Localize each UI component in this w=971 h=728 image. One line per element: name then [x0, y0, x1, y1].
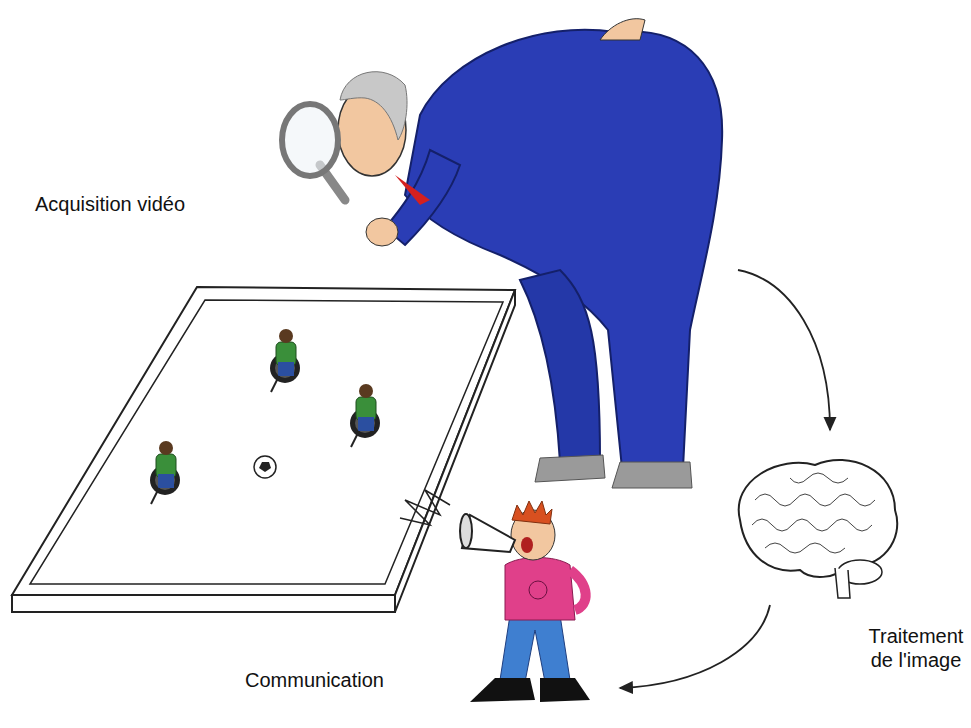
caption-label: Traitement de l'image: [862, 624, 970, 672]
flow-arrow: [738, 270, 830, 430]
observer-figure: [282, 19, 722, 488]
peace-sign: [529, 581, 547, 599]
brain-fold: [765, 543, 845, 553]
suit-leg: [520, 270, 600, 462]
field-front: [12, 595, 395, 612]
shoe: [612, 462, 692, 488]
cerebrum: [739, 460, 898, 577]
hand: [600, 19, 645, 40]
ball: [254, 456, 276, 478]
brain-fold: [790, 473, 848, 483]
shoe: [535, 455, 605, 482]
brain-symbol: [739, 460, 898, 598]
player: [350, 384, 380, 447]
flow-arrow: [620, 605, 770, 688]
shirt: [505, 558, 575, 621]
suit-body: [405, 30, 722, 468]
field-side: [395, 290, 515, 612]
hair: [512, 501, 552, 524]
magnifier-lens: [282, 104, 338, 176]
player: [150, 441, 180, 504]
field: [12, 287, 515, 612]
shoe: [470, 678, 535, 702]
speaker-figure: [400, 490, 590, 702]
caption-label: Communication: [245, 668, 445, 692]
sound-lines: [400, 490, 450, 525]
arm: [570, 570, 586, 610]
jeans: [500, 615, 570, 682]
hair: [340, 72, 407, 140]
brain-fold: [755, 494, 875, 506]
mouth: [521, 537, 533, 553]
field-top: [12, 287, 515, 595]
ball: [254, 456, 276, 478]
player: [270, 329, 300, 392]
field-inner: [30, 300, 503, 584]
caption-label: Acquisition vidéo: [35, 192, 255, 216]
tie: [395, 175, 430, 205]
ball-patch: [259, 462, 271, 472]
brain-fold: [752, 519, 872, 531]
brain-stem: [835, 568, 850, 598]
megaphone-mouth: [460, 514, 472, 548]
shoe: [540, 678, 590, 702]
hand: [366, 218, 398, 246]
